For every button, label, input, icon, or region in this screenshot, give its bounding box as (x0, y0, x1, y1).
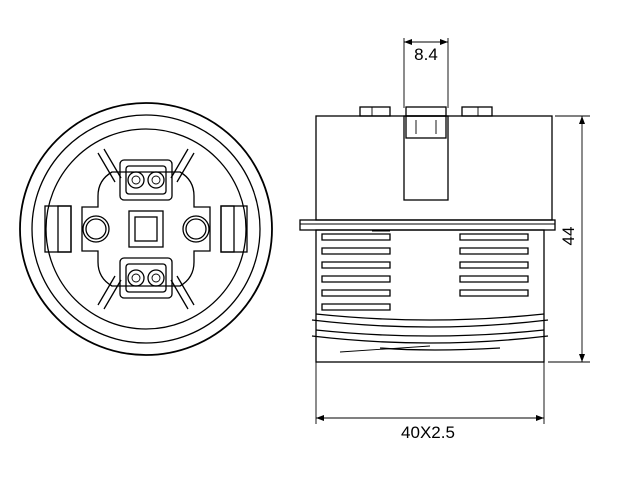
top-bump-mid (405, 106, 447, 117)
central-body (81, 171, 211, 287)
threaded-body (315, 229, 545, 363)
upper-contact (119, 159, 173, 201)
outer-rim (19, 102, 273, 356)
lower-contact (119, 257, 173, 299)
thread-rings (311, 313, 549, 353)
side-view: 8.4 (299, 38, 590, 442)
inner-ring (45, 128, 247, 330)
front-view (19, 102, 273, 356)
radial-ribs (97, 148, 195, 310)
right-vent-fins (459, 233, 529, 297)
central-slot (403, 115, 449, 201)
right-tab-inner (220, 205, 235, 253)
centre-square-inner (134, 216, 158, 242)
dimension-bottom (315, 362, 545, 424)
dimension-height-label: 44 (559, 227, 578, 246)
right-screw-hole-inner (185, 218, 207, 240)
top-bump-left (359, 106, 391, 117)
flange (299, 219, 556, 231)
left-screw-hole-inner (85, 218, 107, 240)
top-bump-right (461, 106, 493, 117)
left-tab-inner (57, 205, 72, 253)
outer-rim-inner (31, 114, 261, 344)
left-screw-hole (82, 215, 110, 243)
dimension-top (403, 38, 449, 108)
centre-square (128, 210, 164, 248)
right-screw-hole (182, 215, 210, 243)
dimension-top-label: 8.4 (414, 45, 438, 64)
dimension-bottom-label: 40X2.5 (401, 423, 455, 442)
top-cap (315, 115, 553, 221)
left-vent-fins (321, 230, 391, 311)
dimension-height (548, 115, 590, 363)
central-slot-upper (405, 115, 447, 139)
